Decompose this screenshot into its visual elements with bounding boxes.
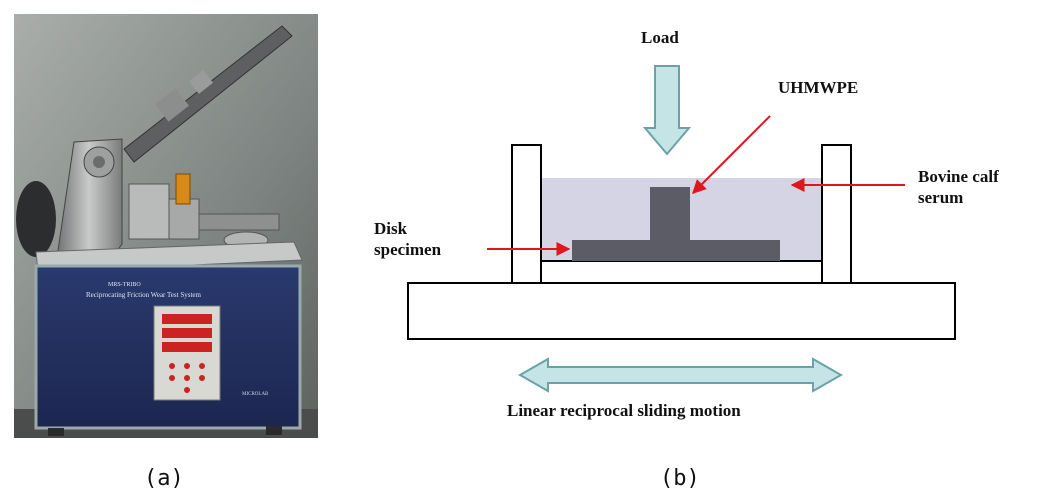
display-3 bbox=[162, 342, 212, 352]
disk-specimen bbox=[572, 240, 780, 261]
foot-left bbox=[48, 428, 64, 436]
load-arm bbox=[123, 25, 293, 163]
control-button-5 bbox=[184, 375, 190, 381]
machine-name-text: Reciprocating Friction Wear Test System bbox=[86, 291, 201, 299]
control-button-6 bbox=[199, 375, 205, 381]
motion-label: Linear reciprocal sliding motion bbox=[507, 401, 741, 420]
display-1 bbox=[162, 314, 212, 324]
tribometer-photo: MRS-TRIBO Reciprocating Friction Wear Te… bbox=[14, 14, 318, 438]
fixture-block bbox=[128, 183, 170, 240]
arm-weight-clamp bbox=[154, 88, 190, 122]
display-2 bbox=[162, 328, 212, 338]
bovine-label-line2: serum bbox=[918, 188, 964, 207]
caption-a: (a) bbox=[144, 466, 184, 491]
disk-label-line2: specimen bbox=[374, 240, 442, 259]
control-button-2 bbox=[184, 363, 190, 369]
brand-logo-text: MICROLAB bbox=[242, 392, 269, 397]
control-button-1 bbox=[169, 363, 175, 369]
foot-right bbox=[266, 426, 282, 435]
fixture-column bbox=[168, 198, 200, 240]
reciprocating-rail bbox=[198, 213, 280, 231]
container-floor bbox=[540, 260, 823, 284]
control-button-3 bbox=[199, 363, 205, 369]
machine-model-text: MRS-TRIBO bbox=[108, 282, 141, 288]
load-label: Load bbox=[641, 28, 679, 47]
disk-label-line1: Disk bbox=[374, 219, 408, 238]
uhmwpe-pointer bbox=[692, 115, 771, 194]
load-arrow bbox=[642, 65, 692, 156]
bovine-serum-label: Bovine calf serum bbox=[918, 166, 999, 208]
uhmwpe-pin bbox=[650, 187, 690, 240]
motor bbox=[16, 181, 56, 257]
left-wall bbox=[511, 144, 542, 284]
bovine-label-line1: Bovine calf bbox=[918, 167, 999, 186]
arm-weight-clamp-2 bbox=[188, 70, 214, 94]
uhmwpe-label: UHMWPE bbox=[778, 78, 859, 97]
caption-b: (b) bbox=[660, 466, 700, 491]
right-wall bbox=[821, 144, 852, 284]
orange-sample-holder bbox=[175, 173, 191, 205]
base-plate bbox=[407, 282, 956, 340]
motion-arrow bbox=[517, 357, 844, 393]
pivot-wheel-hub bbox=[93, 156, 105, 168]
control-button-7 bbox=[184, 387, 190, 393]
control-button-4 bbox=[169, 375, 175, 381]
disk-specimen-label: Disk specimen bbox=[374, 218, 441, 260]
